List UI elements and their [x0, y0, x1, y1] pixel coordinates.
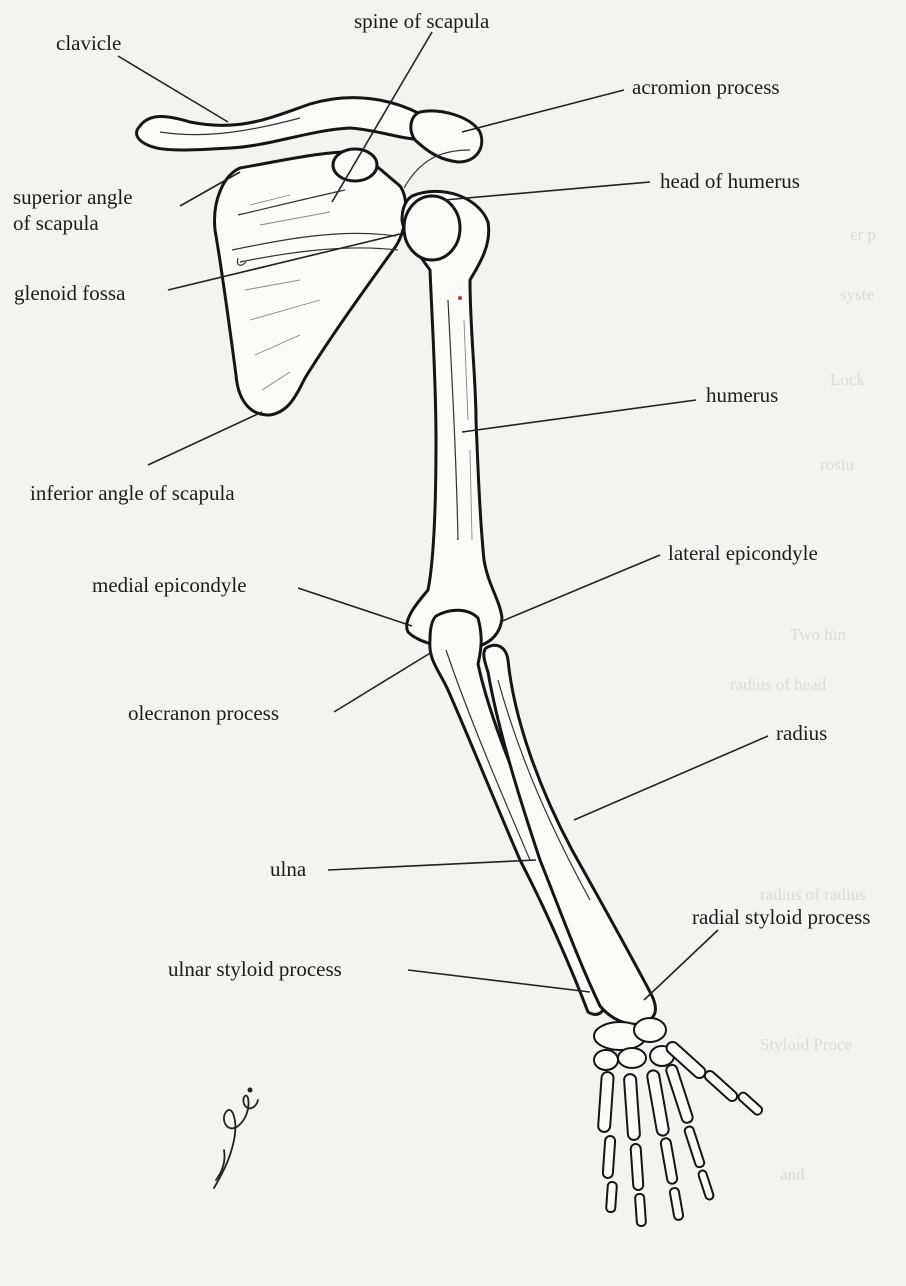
label-humerus: humerus — [706, 382, 778, 408]
acromion — [404, 111, 482, 188]
label-superior-angle-of-scapula: superior angle of scapula — [13, 184, 133, 236]
svg-text:radius of head: radius of head — [730, 675, 827, 694]
svg-text:and: and — [780, 1165, 805, 1184]
svg-text:radius of radius: radius of radius — [760, 885, 866, 904]
svg-text:Styloid Proce: Styloid Proce — [760, 1035, 852, 1054]
leader-ulna — [328, 860, 536, 870]
hand-bones — [594, 1018, 764, 1226]
svg-text:Two hin: Two hin — [790, 625, 846, 644]
svg-text:syste: syste — [840, 285, 874, 304]
artist-signature — [214, 1088, 258, 1188]
svg-text:Lock: Lock — [830, 370, 865, 389]
label-acromion-process: acromion process — [632, 74, 780, 100]
label-radius: radius — [776, 720, 827, 746]
bleed-through-text: er p syste Lock rosiu Two hin radius of … — [730, 225, 876, 1184]
label-head-of-humerus: head of humerus — [660, 168, 800, 194]
leader-humerus — [462, 400, 696, 432]
leader-lateral-epicondyle — [500, 555, 660, 622]
svg-text:rosiu: rosiu — [820, 455, 855, 474]
svg-text:er p: er p — [850, 225, 876, 244]
leader-head-of-humerus — [444, 182, 650, 200]
label-ulna: ulna — [270, 856, 306, 882]
humerus-bone — [402, 191, 502, 648]
leader-acromion — [462, 90, 624, 132]
label-ulnar-styloid-process: ulnar styloid process — [168, 956, 342, 982]
label-radial-styloid-process: radial styloid process — [692, 904, 870, 930]
leader-clavicle — [118, 56, 228, 122]
label-lateral-epicondyle: lateral epicondyle — [668, 540, 818, 566]
leader-ulnar-styloid — [408, 970, 590, 992]
clavicle-bone — [137, 98, 446, 150]
scapula — [215, 149, 406, 415]
label-olecranon-process: olecranon process — [128, 700, 279, 726]
leader-inferior-angle — [148, 412, 262, 465]
leader-radius — [574, 736, 768, 820]
label-inferior-angle-of-scapula: inferior angle of scapula — [30, 480, 235, 506]
leader-olecranon — [334, 652, 432, 712]
label-spine-of-scapula: spine of scapula — [354, 8, 489, 34]
leader-medial-epicondyle — [298, 588, 412, 626]
label-clavicle: clavicle — [56, 30, 121, 56]
leader-radial-styloid — [644, 930, 718, 1000]
label-glenoid-fossa: glenoid fossa — [14, 280, 125, 306]
label-medial-epicondyle: medial epicondyle — [92, 572, 247, 598]
